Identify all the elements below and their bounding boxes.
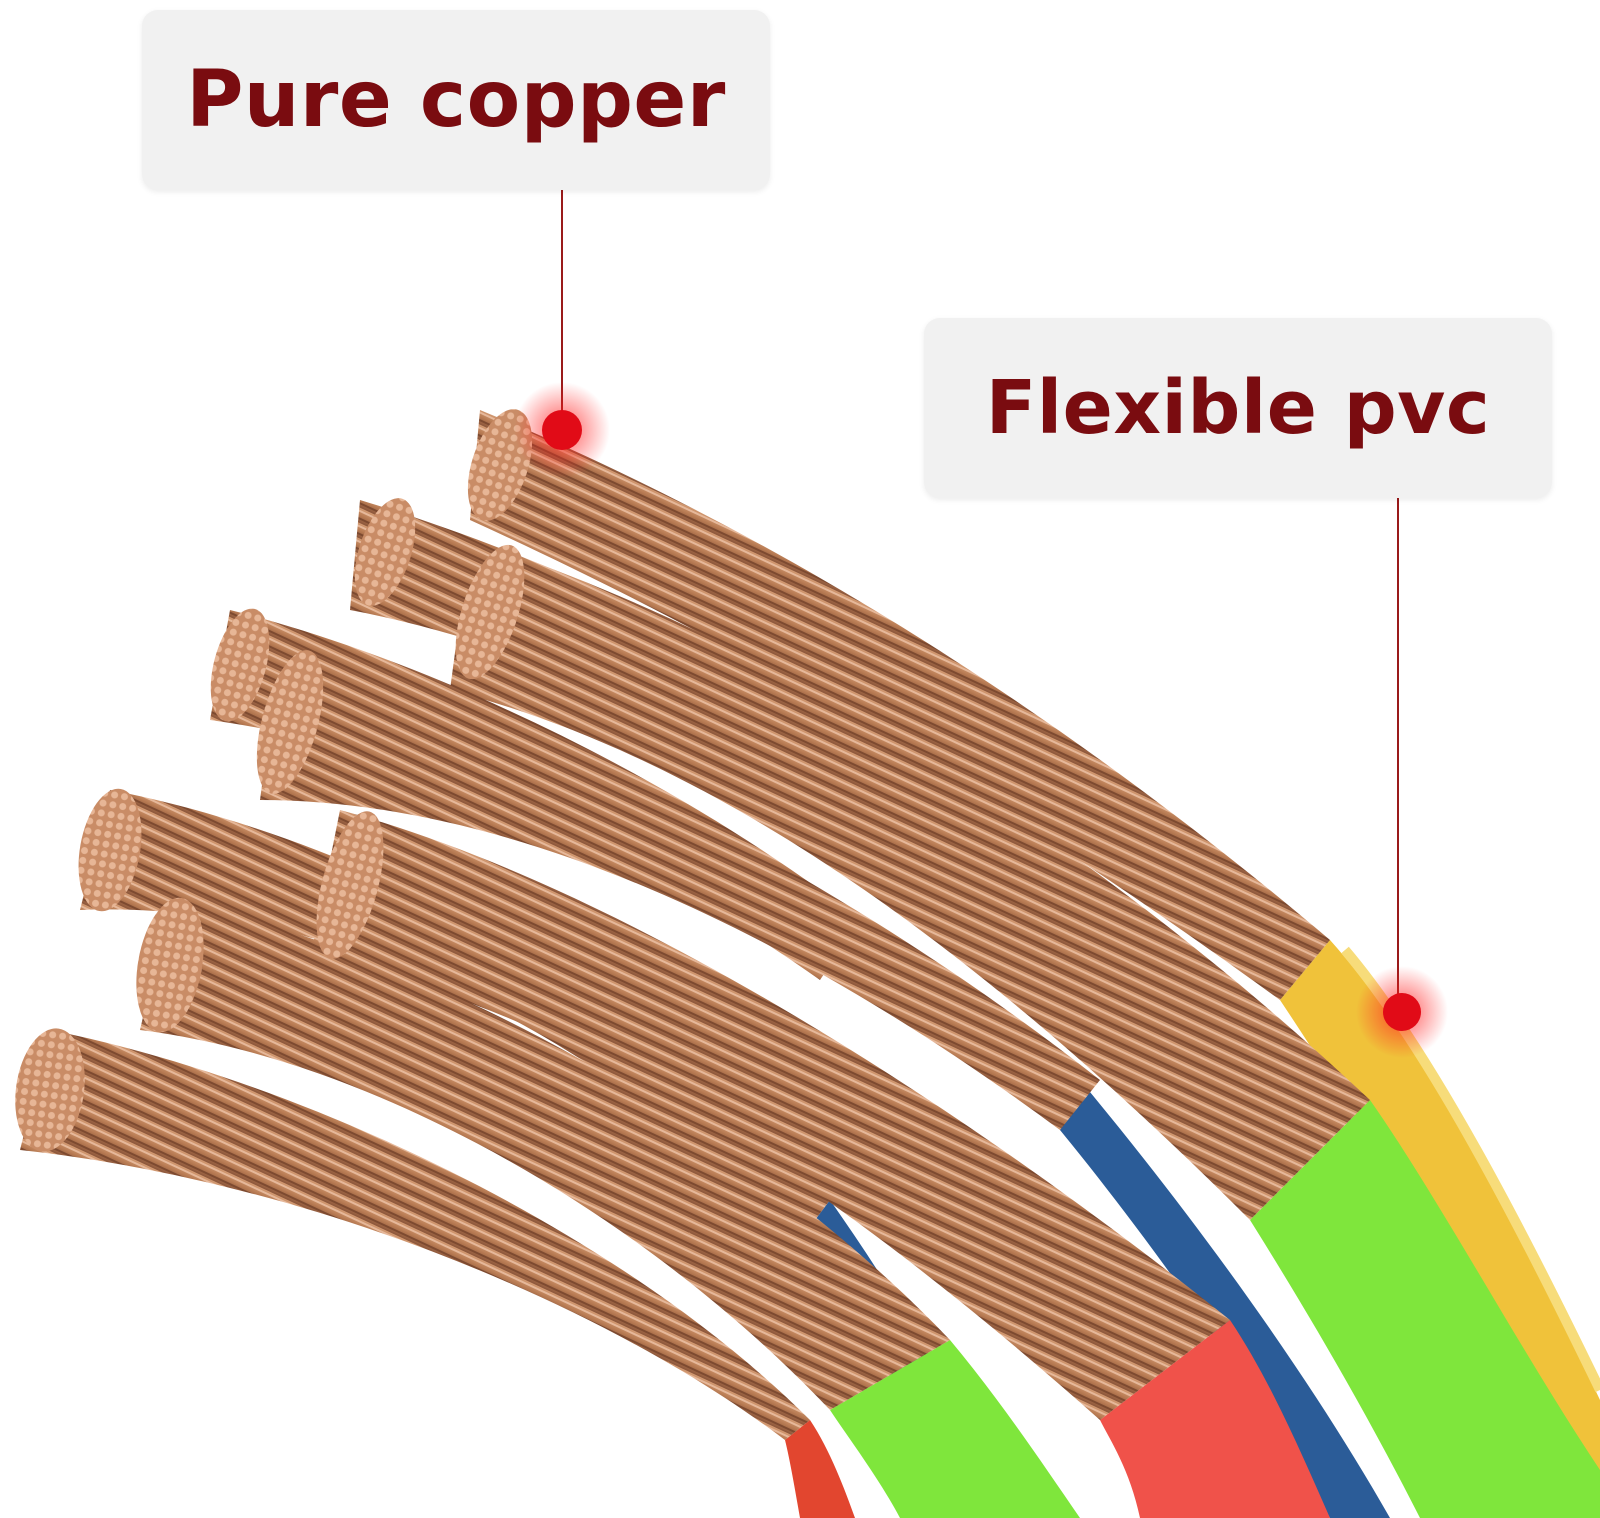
pure-copper-callout: Pure copper	[142, 10, 770, 190]
pure-copper-label: Pure copper	[186, 55, 726, 145]
copper-marker	[514, 382, 610, 478]
flexible-pvc-label: Flexible pvc	[985, 365, 1491, 451]
pvc-marker	[1356, 966, 1448, 1058]
flexible-pvc-callout: Flexible pvc	[924, 318, 1552, 498]
insulation-red	[785, 1320, 1330, 1518]
insulation-green	[830, 1100, 1600, 1518]
copper-strands	[20, 410, 1370, 1440]
conductor-ends	[15, 409, 533, 1152]
